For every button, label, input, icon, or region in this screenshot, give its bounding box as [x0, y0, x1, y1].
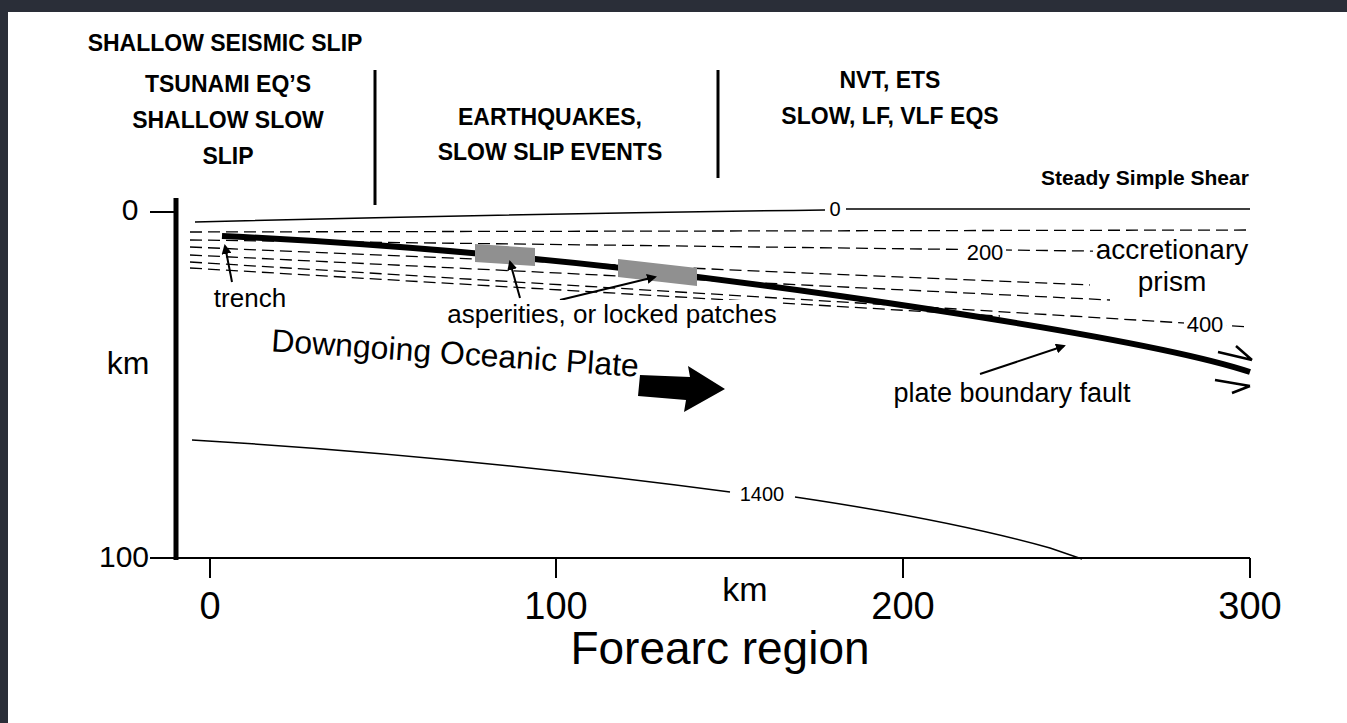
- zone-divider: [717, 70, 720, 178]
- feature-label: accretionary prism: [1093, 234, 1252, 298]
- shear-half-arrow: [1215, 380, 1250, 393]
- leader-line: [225, 246, 232, 282]
- shear-half-arrow: [1218, 346, 1252, 360]
- zone-heading: TSUNAMI EQ’S SHALLOW SLOW SLIP: [132, 66, 324, 174]
- feature-label: plate boundary fault: [890, 378, 1133, 409]
- axis-title: Forearc region: [570, 622, 869, 675]
- axis-number: 300: [1218, 585, 1281, 629]
- plate-motion-arrow: [638, 366, 725, 412]
- zone-heading: EARTHQUAKES, SLOW SLIP EVENTS: [438, 100, 663, 170]
- feature-label: trench: [214, 284, 286, 314]
- axis-tick: [150, 211, 176, 213]
- axis-unit: km: [722, 570, 767, 609]
- asperity-patch: [618, 259, 697, 286]
- deep-isotherm: [192, 440, 1082, 559]
- zone-heading: SHALLOW SEISMIC SLIP: [88, 30, 363, 56]
- zone-heading: Steady Simple Shear: [1041, 166, 1249, 190]
- x-axis: [176, 557, 1250, 559]
- isotherm-value: 1400: [737, 483, 788, 506]
- leader-line: [510, 262, 520, 298]
- asperity-patch: [475, 244, 535, 266]
- axis-tick: [150, 557, 176, 559]
- zone-heading: NVT, ETS SLOW, LF, VLF EQS: [781, 62, 998, 134]
- isotherm-value: 0: [826, 198, 843, 221]
- axis-number: 100: [99, 540, 149, 575]
- axis-number: 0: [199, 585, 220, 629]
- leader-line: [560, 277, 655, 300]
- feature-label: asperities, or locked patches: [444, 300, 780, 330]
- surface-isotherm: [195, 209, 1250, 222]
- y-axis: [174, 198, 179, 560]
- isotherm-value: 400: [1184, 312, 1227, 337]
- isotherm-value: 200: [964, 240, 1007, 265]
- zone-divider: [374, 70, 377, 205]
- axis-unit: km: [107, 345, 150, 382]
- axis-number: 200: [871, 585, 934, 629]
- axis-number: 0: [122, 193, 139, 228]
- leader-line: [980, 346, 1064, 374]
